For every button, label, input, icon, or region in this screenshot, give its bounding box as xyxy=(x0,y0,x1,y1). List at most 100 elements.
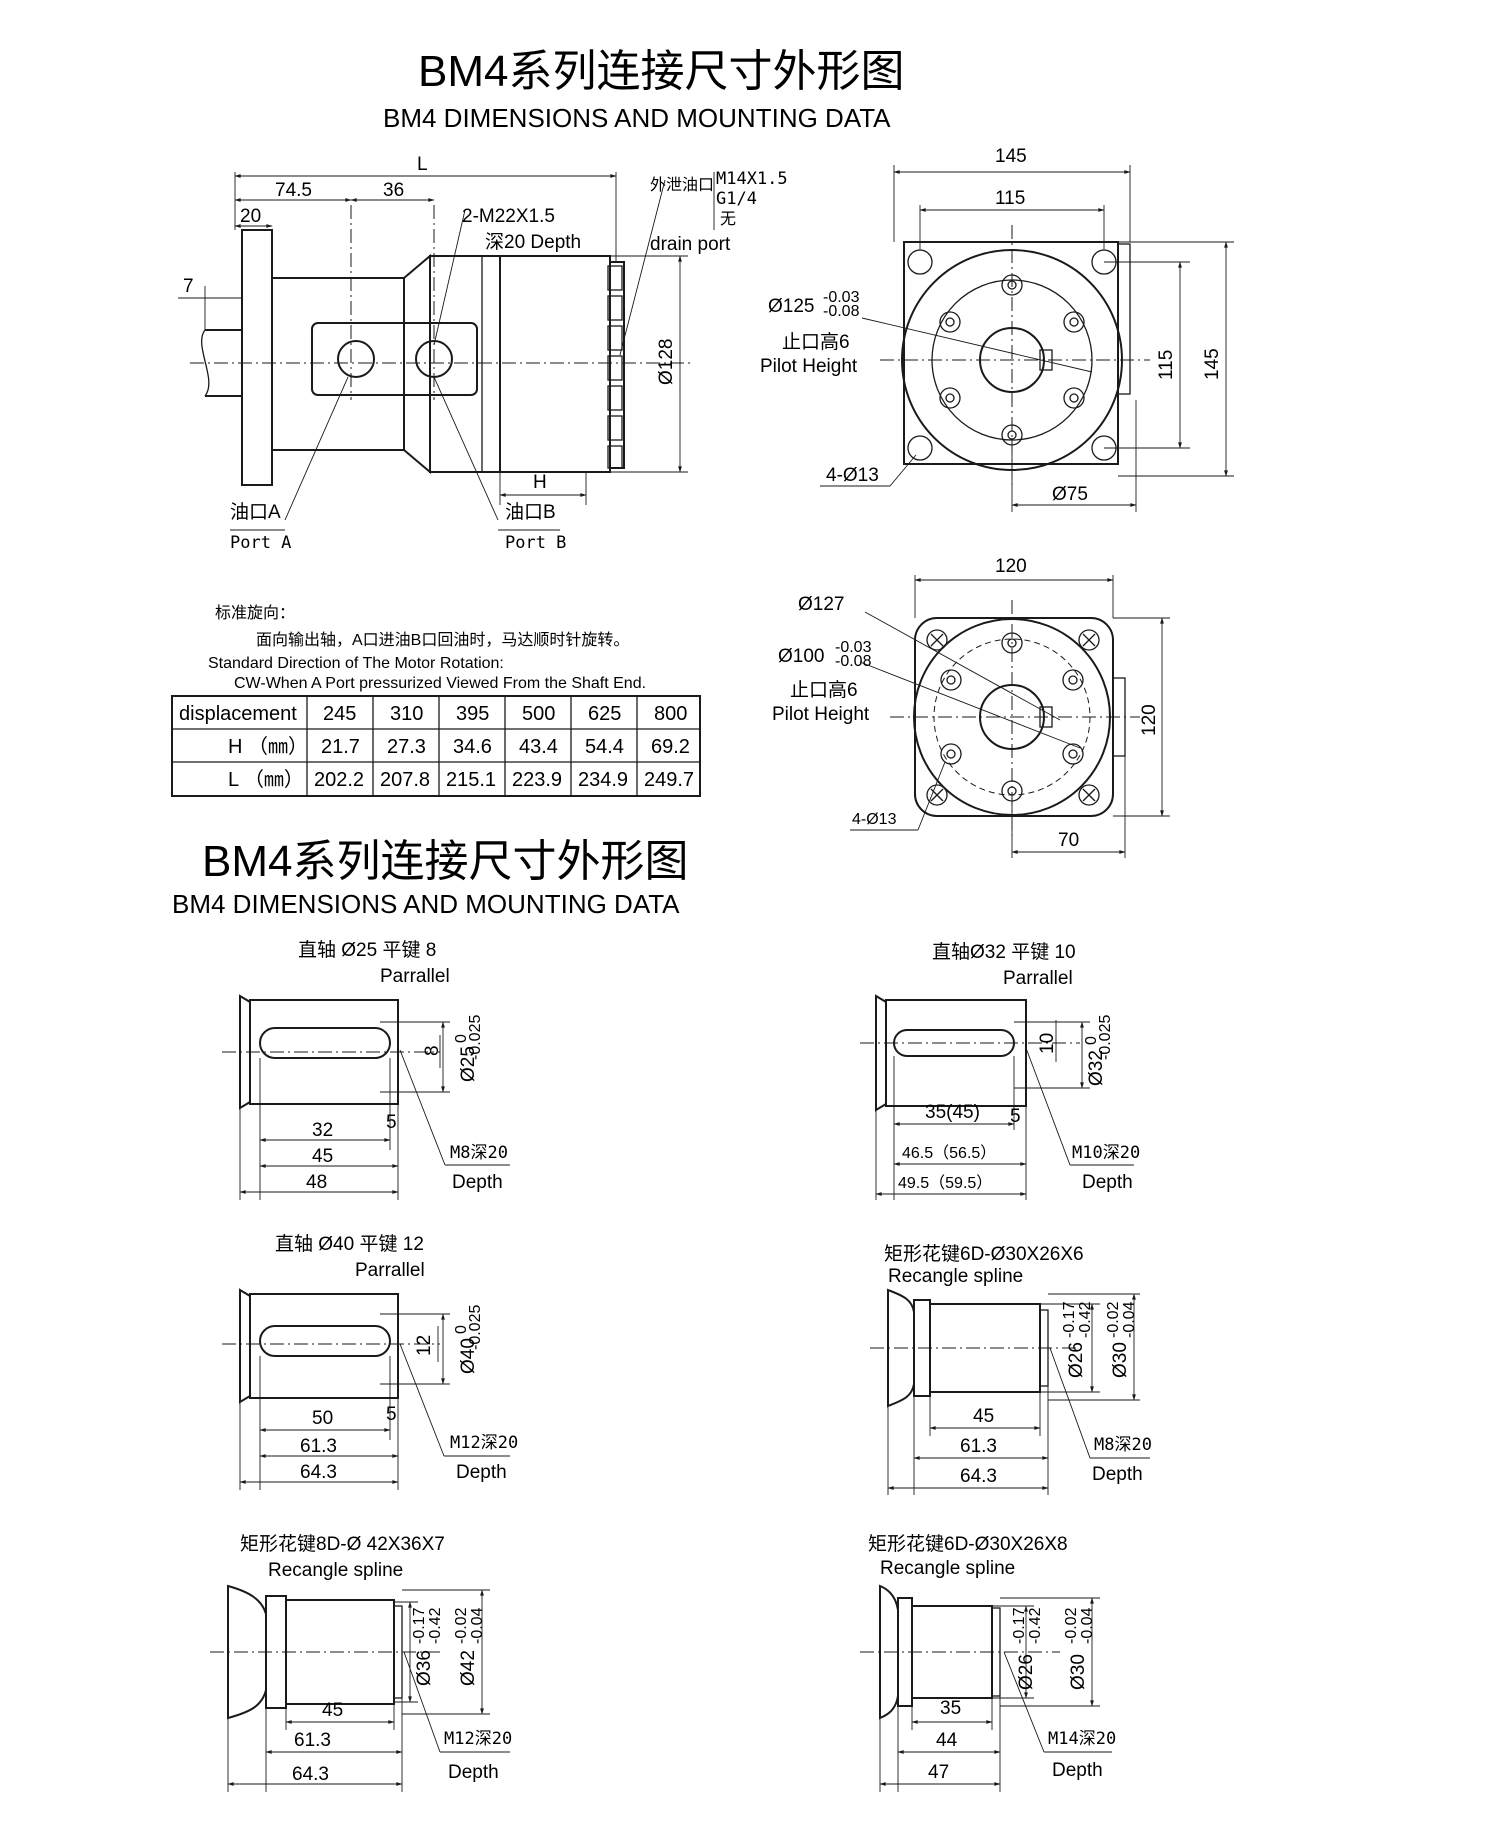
title-cn-top: BM4系列连接尺寸外形图 xyxy=(418,47,904,96)
shaft-title-cn: 直轴 Ø40 平键 12 xyxy=(275,1233,424,1255)
table-cell: 207.8 xyxy=(380,769,430,791)
sq-pilot-cn: 止口高6 xyxy=(782,331,850,353)
drain-port-en: drain port xyxy=(650,234,731,255)
table-cell: displacement xyxy=(179,703,297,725)
shaft-diagram-spline-6d-8: 矩形花键6D-Ø30X26X8 Recangle spline Ø26 -0.1… xyxy=(860,1533,1116,1792)
drain-none: 无 xyxy=(720,211,736,228)
shaft-depth: Depth xyxy=(1092,1464,1143,1485)
table-cell: 395 xyxy=(456,703,489,725)
shaft-d2: Ø30 xyxy=(1110,1342,1131,1378)
shaft-title-cn: 直轴 Ø25 平键 8 xyxy=(298,939,436,961)
table-cell: 234.9 xyxy=(578,769,628,791)
shaft-d1-up: -0.17 xyxy=(1011,1607,1028,1644)
shaft-thread: M8深20 xyxy=(450,1143,508,1163)
shaft-key: 10 xyxy=(1037,1033,1058,1054)
dim-5: 5 xyxy=(386,1112,397,1133)
shaft-title-en: Recangle spline xyxy=(888,1266,1023,1287)
dim-b: 45 xyxy=(312,1146,333,1167)
table-cell: 245 xyxy=(323,703,356,725)
port-a-en: Port A xyxy=(230,533,291,553)
shaft-diagram-spline-6d-6: 矩形花键6D-Ø30X26X6 Recangle spline Ø26 -0.1… xyxy=(870,1243,1152,1495)
sq-pilot-dia: Ø125 xyxy=(768,296,814,317)
sq-dim-75: Ø75 xyxy=(1052,484,1088,505)
wh-dim-120-top: 120 xyxy=(995,556,1027,577)
table-cell: H （㎜） xyxy=(228,735,308,758)
table-cell: 27.3 xyxy=(387,736,426,758)
table-cell: L （㎜） xyxy=(228,768,304,791)
shaft-d2-lo: -0.04 xyxy=(469,1607,486,1644)
dim-c: 64.3 xyxy=(292,1764,329,1785)
dim-c: 64.3 xyxy=(300,1462,337,1483)
shaft-thread: M12深20 xyxy=(450,1433,518,1453)
shaft-depth: Depth xyxy=(452,1172,503,1193)
table-cell: 43.4 xyxy=(519,736,558,758)
shaft-thread: M8深20 xyxy=(1094,1435,1152,1455)
dim-c: 48 xyxy=(306,1172,327,1193)
drain-g14: G1/4 xyxy=(716,189,757,209)
shaft-tol-lo: -0.025 xyxy=(1097,1015,1114,1060)
shaft-dia: Ø40 xyxy=(458,1338,479,1374)
shaft-d2-up: -0.02 xyxy=(1105,1301,1122,1338)
shaft-dia: Ø32 xyxy=(1086,1050,1107,1086)
dim-b: 61.3 xyxy=(300,1436,337,1457)
shaft-d1-up: -0.17 xyxy=(1061,1301,1078,1338)
shaft-key: 8 xyxy=(422,1045,443,1056)
shaft-title-en: Recangle spline xyxy=(880,1558,1015,1579)
port-b-en: Port B xyxy=(505,533,566,553)
wh-pilot-tol-lo: -0.08 xyxy=(835,653,872,670)
square-flange-view: 145 115 115 145 Ø125 -0.03 -0.08 止口高6 Pi… xyxy=(760,146,1234,512)
table-cell: 625 xyxy=(588,703,621,725)
sq-dim-145-side: 145 xyxy=(1202,348,1223,380)
shaft-title-cn: 矩形花键8D-Ø 42X36X7 xyxy=(240,1533,445,1555)
dim-20: 20 xyxy=(240,206,261,227)
shaft-d2: Ø30 xyxy=(1068,1654,1089,1690)
table-cell: 223.9 xyxy=(512,769,562,791)
port-thread-label: 2-M22X1.5 xyxy=(462,206,555,227)
shaft-dia: Ø25 xyxy=(458,1046,479,1082)
shaft-diagram-spline-8d: 矩形花键8D-Ø 42X36X7 Recangle spline Ø36 -0.… xyxy=(210,1533,512,1792)
sq-holes: 4-Ø13 xyxy=(826,465,879,486)
table-cell: 215.1 xyxy=(446,769,496,791)
dim-a: 45 xyxy=(322,1700,343,1721)
shaft-tol-lo: -0.025 xyxy=(467,1015,484,1060)
dim-dia128: Ø128 xyxy=(656,339,677,385)
shaft-d1: Ø26 xyxy=(1066,1342,1087,1378)
drain-m14: M14X1.5 xyxy=(716,169,788,189)
wh-pilot-en: Pilot Height xyxy=(772,704,870,725)
wh-pilot-tol-up: -0.03 xyxy=(835,639,872,656)
shaft-d2-up: -0.02 xyxy=(1063,1607,1080,1644)
dim-c: 47 xyxy=(928,1762,949,1783)
shaft-thread: M10深20 xyxy=(1072,1143,1140,1163)
shaft-depth: Depth xyxy=(448,1762,499,1783)
wh-dim-127: Ø127 xyxy=(798,594,844,615)
dim-a: 50 xyxy=(312,1408,333,1429)
shaft-d1: Ø26 xyxy=(1016,1654,1037,1690)
shaft-title-en: Parrallel xyxy=(380,966,450,987)
shaft-d1-up: -0.17 xyxy=(411,1607,428,1644)
rotation-cn-text: 面向输出轴，A口进油B口回油时，马达顺时针旋转。 xyxy=(256,631,629,649)
table-cell: 310 xyxy=(390,703,423,725)
shaft-title-en: Recangle spline xyxy=(268,1560,403,1581)
shaft-diagram-40: 直轴 Ø40 平键 12 Parrallel 12 Ø40 0 -0.025 5… xyxy=(222,1233,518,1490)
drain-port-cn: 外泄油口 xyxy=(650,176,714,194)
dim-5: 5 xyxy=(386,1404,397,1425)
shaft-d2-up: -0.02 xyxy=(453,1607,470,1644)
dim-b: 46.5（56.5） xyxy=(902,1144,996,1162)
port-depth-label: 深20 Depth xyxy=(485,231,581,253)
sq-pilot-tol-lo: -0.08 xyxy=(823,303,860,320)
dim-c: 64.3 xyxy=(960,1466,997,1487)
table-cell: 202.2 xyxy=(314,769,364,791)
sq-pilot-tol-up: -0.03 xyxy=(823,289,860,306)
shaft-title-cn: 直轴Ø32 平键 10 xyxy=(932,941,1076,963)
dim-b: 61.3 xyxy=(960,1436,997,1457)
dim-5: 5 xyxy=(1010,1106,1021,1127)
dim-a: 35(45) xyxy=(925,1102,980,1123)
dim-L: L xyxy=(417,154,428,175)
title-en-top: BM4 DIMENSIONS AND MOUNTING DATA xyxy=(383,103,891,133)
title-cn-mid: BM4系列连接尺寸外形图 xyxy=(202,837,688,886)
shaft-d2: Ø42 xyxy=(458,1650,479,1686)
dim-b: 44 xyxy=(936,1730,958,1751)
port-a-cn: 油口A xyxy=(230,501,281,523)
shaft-thread: M12深20 xyxy=(444,1729,512,1749)
rotation-cn-title: 标准旋向： xyxy=(215,604,295,622)
